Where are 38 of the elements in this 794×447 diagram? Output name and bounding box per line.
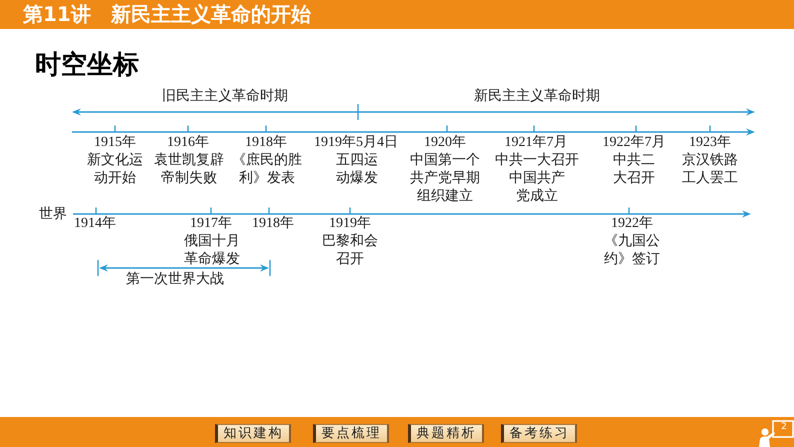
span-label: 第一次世界大战 xyxy=(126,271,224,289)
year-label: 1917年 xyxy=(190,215,232,233)
event-label: 袁世凯复辟帝制失败 xyxy=(153,152,225,188)
year-label: 1922年 xyxy=(611,215,653,233)
year-label: 1916年 xyxy=(167,134,209,152)
lecture-title: 第11讲 新民主主义革命的开始 xyxy=(23,1,311,28)
event-label: 巴黎和会召开 xyxy=(321,233,379,269)
event-label: 中国第一个共产党早期组织建立 xyxy=(409,152,481,206)
event-label: 《九国公约》签订 xyxy=(603,233,661,269)
event-label: 京汉铁路工人罢工 xyxy=(681,152,739,188)
event-label: 新文化运动开始 xyxy=(86,152,144,188)
period-label: 新民主主义革命时期 xyxy=(474,88,600,106)
footer-bar xyxy=(0,417,794,447)
slide-title: 时空坐标 xyxy=(35,49,139,81)
event-label: 俄国十月革命爆发 xyxy=(183,233,241,269)
nav-button: 要点梳理 xyxy=(313,424,389,443)
year-label: 1920年 xyxy=(424,134,466,152)
event-label: 中共一大召开 xyxy=(495,152,579,170)
year-label: 1919年 xyxy=(329,215,371,233)
year-label: 1914年 xyxy=(74,215,116,233)
year-label: 1919年5月4日 xyxy=(314,134,398,152)
period-label: 旧民主主义革命时期 xyxy=(162,88,288,106)
nav-button: 典题精析 xyxy=(408,424,484,443)
year-label: 1918年 xyxy=(245,134,287,152)
event-label: 《庶民的胜利》发表 xyxy=(231,152,303,188)
year-label: 1915年 xyxy=(94,134,136,152)
year-label: 1918年 xyxy=(252,215,294,233)
event-label: 中共二大召开 xyxy=(612,152,656,188)
event-label: 中国共产党成立 xyxy=(508,170,566,206)
event-label: 五四运动爆发 xyxy=(335,152,379,188)
year-label: 1923年 xyxy=(689,134,731,152)
year-label: 1921年7月 xyxy=(504,134,568,152)
page-number: 2 xyxy=(781,422,787,433)
year-label: 1922年7月 xyxy=(602,134,666,152)
header-bar xyxy=(0,0,794,29)
row-label: 世界 xyxy=(39,206,67,224)
nav-button: 备考练习 xyxy=(501,424,577,443)
nav-button: 知识建构 xyxy=(215,424,291,443)
